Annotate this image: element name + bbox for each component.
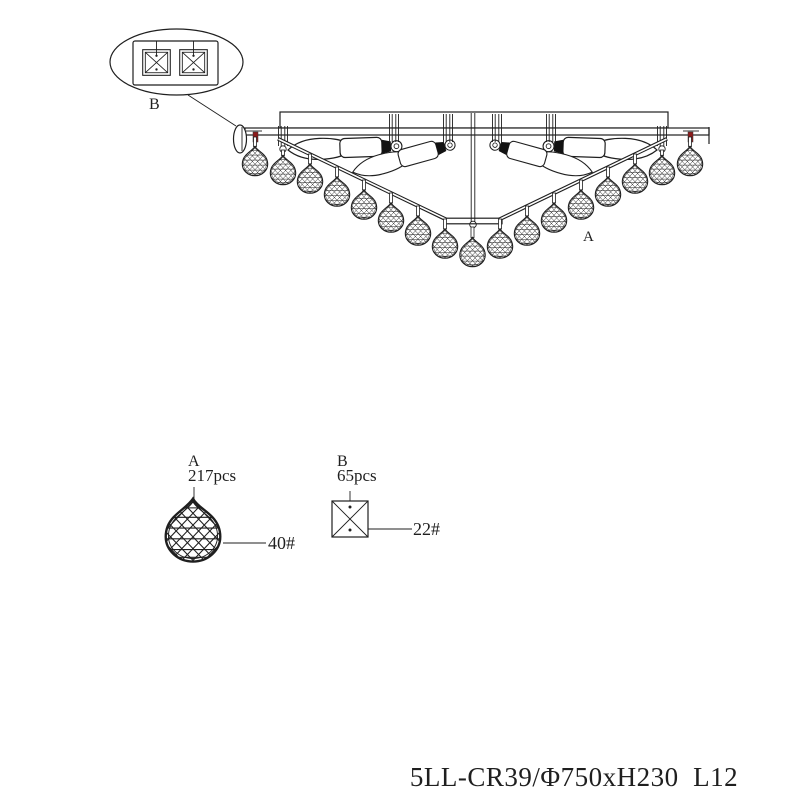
center-rod: [470, 113, 476, 222]
crystal-ball: [622, 163, 649, 194]
assembly-part-label: A: [583, 229, 594, 245]
crystal-ball: [351, 189, 378, 220]
bar-end-cap: [232, 124, 248, 154]
crystal-ball: [432, 228, 459, 259]
callout-label: B: [149, 96, 160, 113]
ceiling-canopy: [279, 111, 669, 129]
detail-b-quantity: 65pcs: [337, 466, 377, 485]
crystal-ball: [459, 237, 486, 268]
crystal-ball: [378, 202, 405, 233]
crystal-ball: [270, 155, 297, 186]
product-code: 5LL-CR39/Φ750xH230 L12: [410, 762, 738, 792]
crystal-ball: [677, 146, 704, 177]
crystal-ball: [405, 215, 432, 246]
detail-part-b: B 65pcs 22#: [331, 453, 440, 539]
detail-b-label: B: [337, 453, 348, 470]
ceiling-fixture: A: [232, 111, 710, 268]
crystal-ball: [595, 176, 622, 207]
detail-a-label: A: [188, 453, 200, 470]
callout-leader-line: [187, 94, 237, 127]
crystal-ball: [297, 163, 324, 194]
detail-b-spec: 22#: [413, 519, 440, 539]
crystal-ball: [568, 189, 595, 220]
detail-part-a: A 217pcs 40#: [164, 453, 295, 563]
crystal-ball: [487, 228, 514, 259]
detail-a-spec: 40#: [268, 533, 295, 553]
mounting-bar: [244, 127, 710, 136]
crystal-ball: [541, 202, 568, 233]
crystal-ball: [242, 146, 269, 177]
detail-a-quantity: 217pcs: [188, 466, 236, 485]
callout-bubble: B: [109, 28, 244, 127]
detail-a-crystal-ball: [164, 497, 222, 564]
crystal-ball: [324, 176, 351, 207]
crystal-ball: [649, 155, 676, 186]
crystal-ball: [514, 215, 541, 246]
